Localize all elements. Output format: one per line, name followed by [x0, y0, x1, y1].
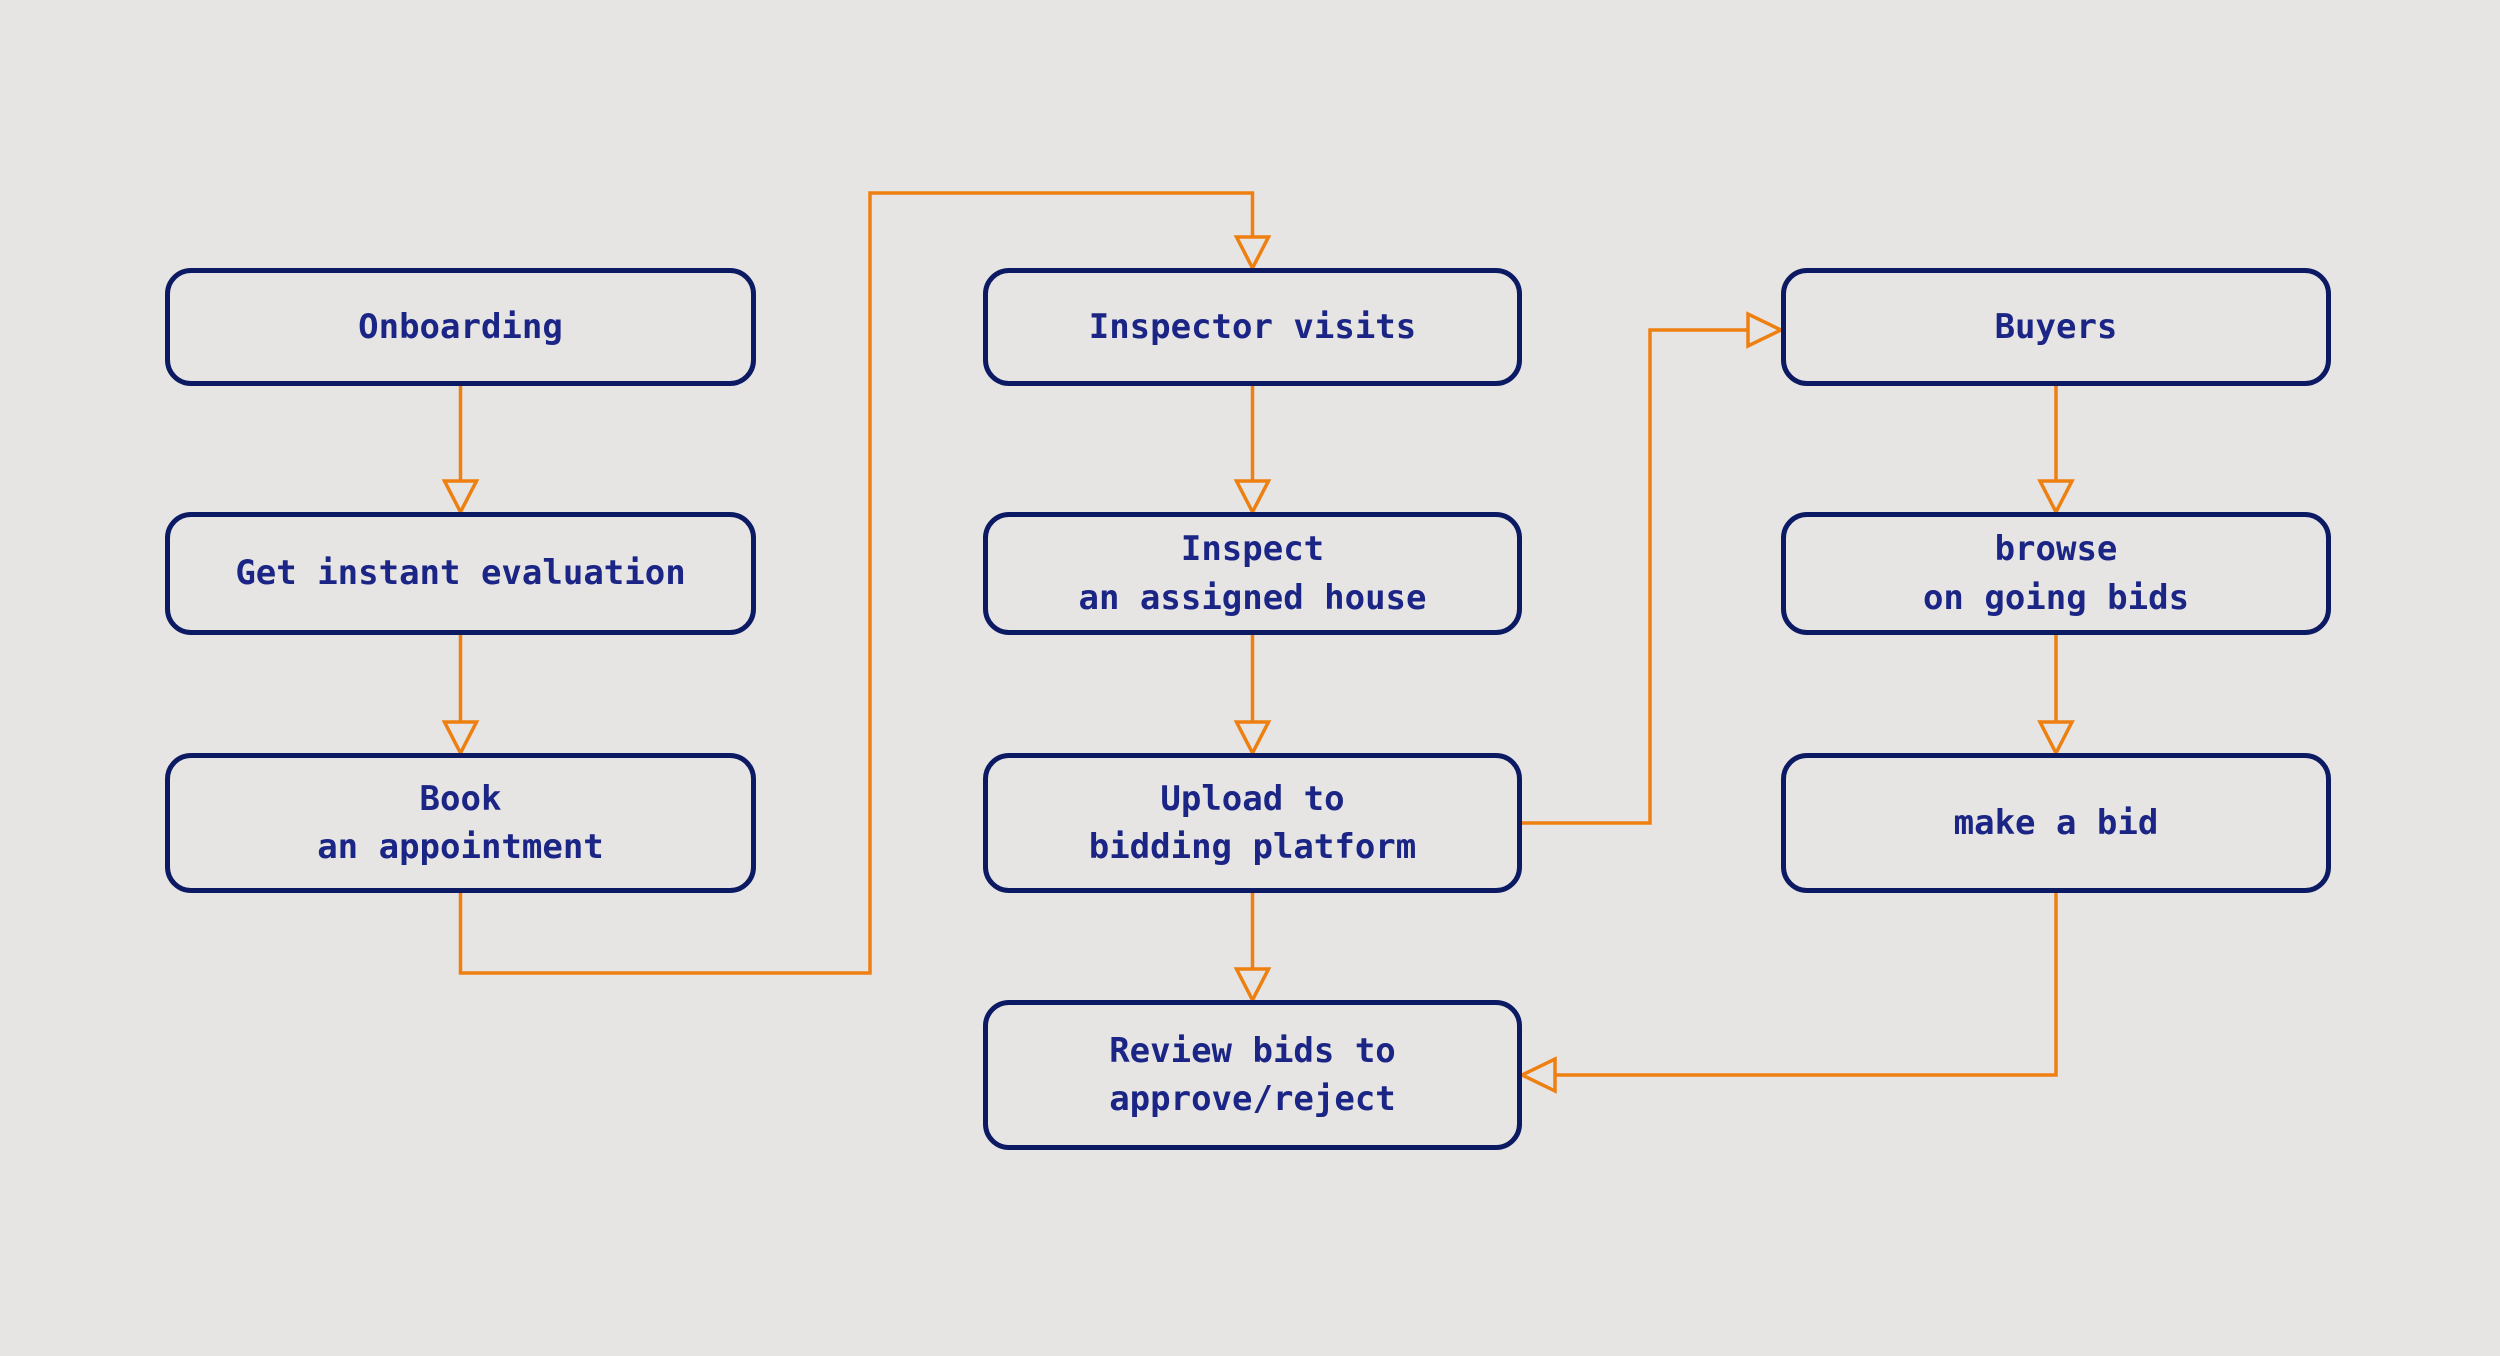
arrow-down-icon	[441, 720, 480, 757]
connector-upload-to-bidding-platform-to-review-bids	[1233, 893, 1272, 1004]
arrow-right-icon	[1746, 311, 1786, 349]
node-onboarding: Onboarding	[165, 268, 756, 386]
node-label: Inspect an assigned house	[1078, 529, 1427, 618]
connector-onboarding-to-get-instant-evaluation	[441, 386, 480, 516]
node-review-bids: Review bids to approve/reject	[983, 1000, 1522, 1150]
node-get-instant-evaluation: Get instant evaluation	[165, 512, 756, 635]
node-label: Onboarding	[358, 306, 563, 347]
connector-upload-to-bidding-platform-to-buyers	[1522, 311, 1786, 825]
node-label: Book an appointment	[317, 778, 604, 867]
node-buyers: Buyers	[1781, 268, 2331, 386]
arrow-left-icon	[1517, 1056, 1557, 1094]
connector-book-an-appointment-to-inspector-visits	[458, 191, 1272, 975]
node-inspect-an-assigned-house: Inspect an assigned house	[983, 512, 1522, 635]
node-book-an-appointment: Book an appointment	[165, 753, 756, 893]
arrow-down-icon	[2037, 720, 2075, 757]
connector-get-instant-evaluation-to-book-an-appointment	[441, 635, 480, 757]
node-label: Upload to bidding platform	[1088, 778, 1417, 867]
arrow-down-icon	[2037, 479, 2075, 516]
node-label: Buyers	[1994, 306, 2118, 347]
connector-inspector-visits-to-inspect-an-assigned-house	[1233, 386, 1272, 516]
connector-inspect-an-assigned-house-to-upload-to-bidding-platform	[1233, 635, 1272, 757]
arrow-down-icon	[1233, 235, 1272, 272]
node-label: make a bid	[1953, 802, 2159, 843]
node-label: Review bids to approve/reject	[1109, 1030, 1396, 1119]
node-upload-to-bidding-platform: Upload to bidding platform	[983, 753, 1522, 893]
node-label: browse on going bids	[1922, 529, 2190, 618]
arrow-down-icon	[1233, 720, 1272, 757]
node-label: Get instant evaluation	[235, 553, 686, 594]
connector-buyers-to-browse-on-going-bids	[2037, 386, 2075, 516]
connector-browse-on-going-bids-to-make-a-bid	[2037, 635, 2075, 757]
node-inspector-visits: Inspector visits	[983, 268, 1522, 386]
arrow-down-icon	[441, 479, 480, 516]
node-label: Inspector visits	[1088, 306, 1417, 347]
arrow-down-icon	[1233, 967, 1272, 1004]
arrow-down-icon	[1233, 479, 1272, 516]
node-browse-on-going-bids: browse on going bids	[1781, 512, 2331, 635]
node-make-a-bid: make a bid	[1781, 753, 2331, 893]
connector-make-a-bid-to-review-bids	[1517, 893, 2058, 1094]
